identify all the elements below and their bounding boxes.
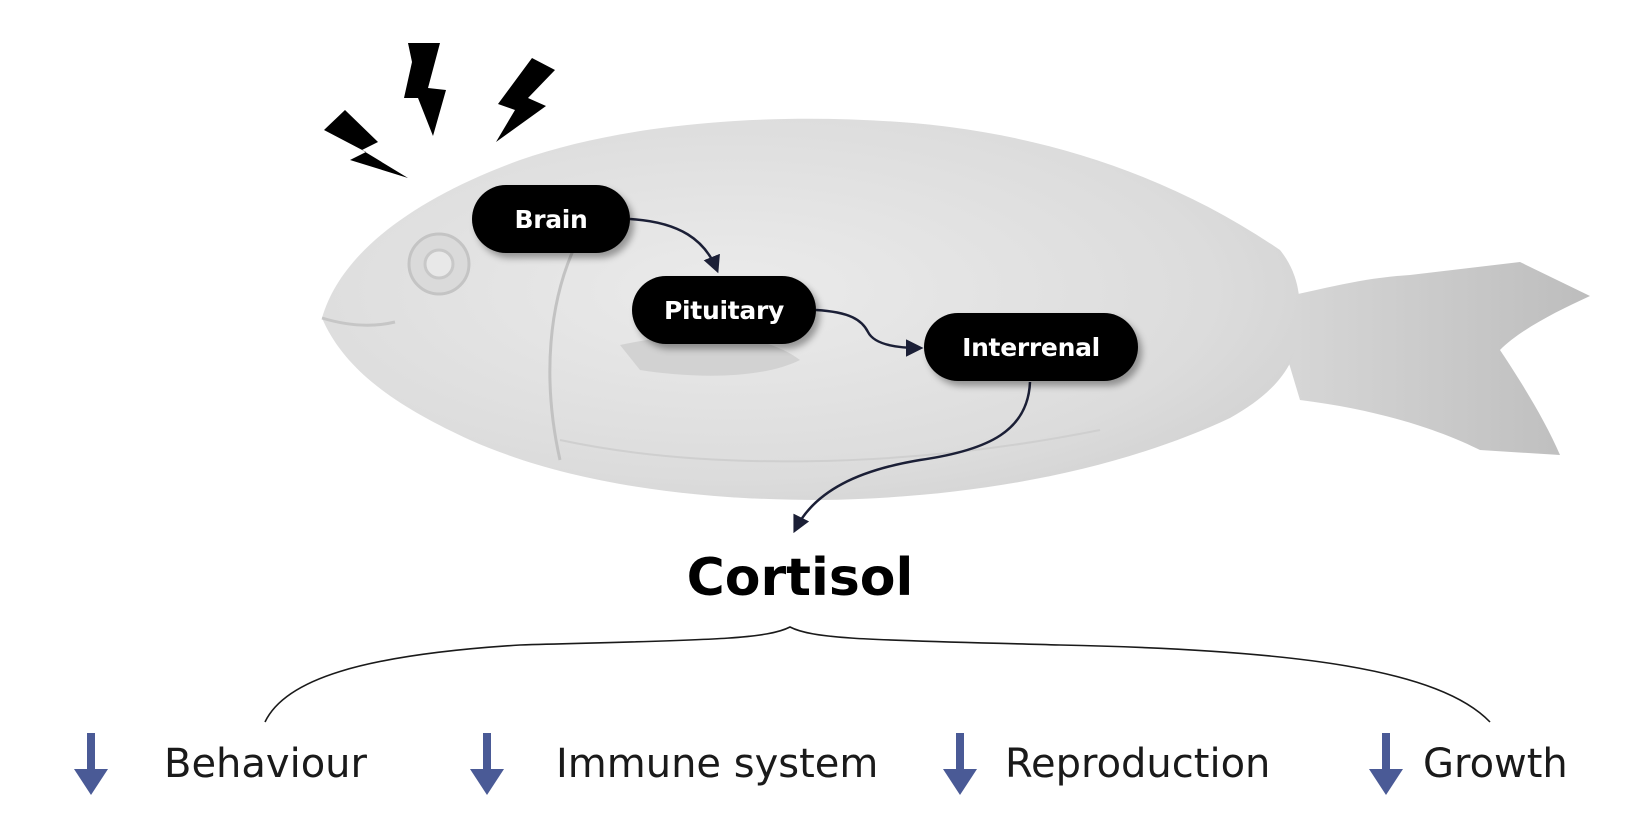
effect-label: Growth: [1423, 741, 1568, 787]
pituitary-to-interrenal-arrow: [815, 308, 924, 357]
interrenal-to-cortisol-arrow: [793, 381, 1032, 534]
fish-fin: [620, 335, 800, 376]
effect-growth: Growth: [1369, 728, 1568, 800]
down-arrow-icon: [74, 733, 108, 795]
fish-tail: [1270, 262, 1590, 455]
effect-reproduction: Reproduction: [943, 728, 1270, 800]
cortisol-label: Cortisol: [686, 548, 914, 608]
fish-illustration: [321, 118, 1590, 500]
fish-eye-inner: [423, 248, 455, 280]
effect-label: Behaviour: [164, 741, 367, 787]
stressor-bolts: [324, 43, 555, 178]
lightning-bolt-icon: [324, 110, 408, 178]
effect-behaviour: Behaviour: [74, 728, 367, 800]
fish-gill-line: [548, 239, 580, 461]
down-arrow-icon: [943, 733, 977, 795]
pituitary-node: Pituitary: [632, 276, 816, 344]
brain-node: Brain: [472, 185, 630, 253]
fish-belly-line: [559, 429, 1101, 463]
down-arrow-icon: [470, 733, 504, 795]
lightning-bolt-icon: [404, 43, 446, 136]
down-arrow-icon: [1369, 733, 1403, 795]
lightning-bolt-icon: [496, 58, 555, 142]
pathway-connectors: [629, 217, 1032, 534]
effects-brace: [264, 626, 1491, 723]
effect-immune-system: Immune system: [470, 728, 878, 800]
effect-label: Immune system: [556, 741, 879, 787]
brain-to-pituitary-arrow: [629, 217, 720, 274]
fish-mouth: [321, 316, 396, 327]
effect-label: Reproduction: [1005, 741, 1271, 787]
interrenal-node: Interrenal: [924, 313, 1138, 381]
